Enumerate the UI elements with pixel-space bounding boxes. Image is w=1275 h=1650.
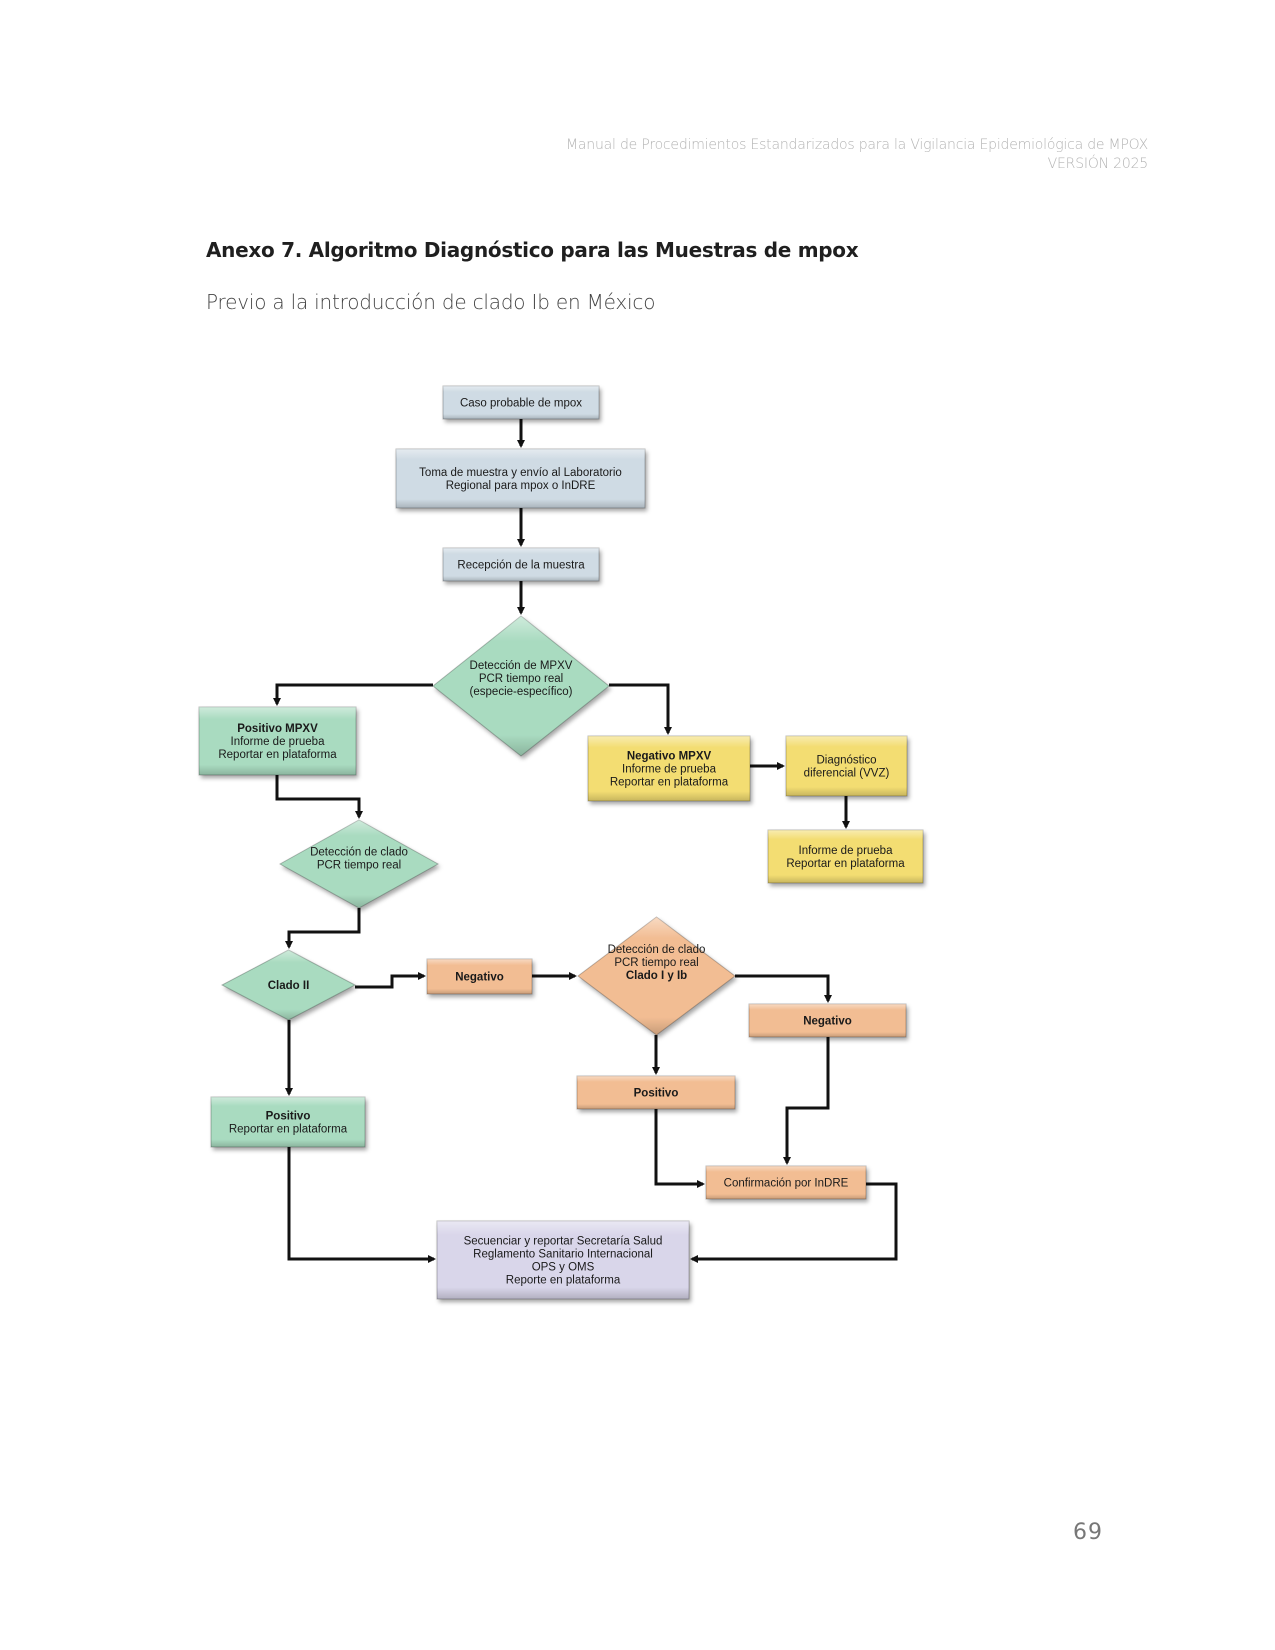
node-label-line: Recepción de la muestra — [457, 560, 585, 572]
node-negativo-clado-i: Negativo — [748, 1003, 907, 1038]
node-label-line: Detección de MPXV — [470, 660, 573, 672]
node-bevel — [578, 917, 735, 1035]
node-label-line: PCR tiempo real — [479, 673, 563, 685]
node-label-line: PCR tiempo real — [317, 860, 401, 872]
node-recepcion: Recepción de la muestra — [442, 547, 600, 582]
node-label-line: OPS y OMS — [532, 1262, 595, 1274]
node-label-line: Reglamento Sanitario Internacional — [473, 1249, 653, 1261]
node-label-line: Positivo — [266, 1111, 311, 1123]
running-header: Manual de Procedimientos Estandarizados … — [566, 136, 1148, 174]
node-bevel — [768, 830, 923, 883]
node-label-line: Negativo — [803, 1016, 852, 1028]
node-label-line: Detección de clado — [310, 847, 408, 859]
node-label-line: Reportar en plataforma — [610, 777, 729, 789]
page-number: 69 — [1073, 1520, 1103, 1545]
node-bevel — [588, 736, 750, 801]
edge-positivo_clado_i-to-confirmacion_indre — [654, 1109, 705, 1188]
edge-positivo_clado_ii-to-secuenciar — [287, 1147, 436, 1263]
node-bevel — [199, 707, 356, 775]
node-label-line: Informe de prueba — [231, 736, 326, 748]
node-bevel — [433, 616, 609, 756]
node-clado-ii: Clado II — [220, 949, 357, 1021]
node-label-line: Negativo — [455, 972, 504, 984]
node-label-line: Positivo — [634, 1088, 679, 1100]
node-bevel — [706, 1166, 866, 1199]
node-bevel — [786, 736, 907, 796]
annex-subtitle: Previo a la introducción de clado Ib en … — [206, 290, 656, 314]
edge-deteccion_clado_i_ib-to-negativo_clado_i — [735, 974, 832, 1003]
node-label-line: Reporte en plataforma — [506, 1275, 621, 1287]
node-bevel — [577, 1076, 735, 1109]
node-secuenciar: Secuenciar y reportar Secretaría SaludRe… — [436, 1220, 690, 1300]
node-caso-probable: Caso probable de mpox — [442, 385, 600, 420]
node-label-line: Caso probable de mpox — [460, 398, 582, 410]
node-label-line: Toma de muestra y envío al Laboratorio — [419, 467, 622, 479]
node-label-line: Reportar en plataforma — [786, 858, 905, 870]
node-bevel — [437, 1221, 689, 1299]
node-label-line: Confirmación por InDRE — [724, 1178, 849, 1190]
node-positivo-clado-i: Positivo — [576, 1075, 736, 1110]
node-label-line: Regional para mpox o InDRE — [446, 480, 596, 492]
node-label-line: Negativo MPXV — [627, 751, 712, 763]
edge-deteccion_mpxv-to-positivo_mpxv — [273, 683, 433, 706]
node-bevel — [443, 548, 599, 581]
node-toma-muestra: Toma de muestra y envío al LaboratorioRe… — [395, 448, 646, 509]
node-label-line: Reportar en plataforma — [218, 749, 337, 761]
node-label-line: Informe de prueba — [799, 845, 894, 857]
node-bevel — [280, 820, 438, 908]
running-header-version: VERSIÓN 2025 — [1047, 156, 1149, 172]
edge-confirmacion_indre-to-secuenciar — [690, 1182, 898, 1263]
node-bevel — [443, 386, 599, 419]
annex-title: Anexo 7. Algoritmo Diagnóstico para las … — [206, 238, 859, 262]
node-bevel — [222, 950, 355, 1020]
node-bevel — [211, 1097, 365, 1147]
flowchart-edges — [273, 419, 898, 1263]
node-label-line: (especie-específico) — [470, 686, 573, 698]
edge-deteccion_clado-to-clado_ii — [285, 908, 361, 949]
node-label-line: Secuenciar y reportar Secretaría Salud — [464, 1236, 663, 1248]
edge-positivo_mpxv-to-deteccion_clado — [275, 775, 363, 819]
node-label-line: Positivo MPXV — [237, 723, 318, 735]
running-header-title: Manual de Procedimientos Estandarizados … — [566, 137, 1148, 153]
node-bevel — [749, 1004, 906, 1037]
node-bevel — [396, 449, 645, 508]
node-label-line: Informe de prueba — [622, 764, 717, 776]
node-label-line: Clado II — [268, 980, 310, 992]
node-label-line: Clado I y Ib — [626, 970, 687, 982]
edge-clado_ii-to-negativo_clado_ii — [355, 972, 426, 989]
node-label-line: Reportar en plataforma — [229, 1124, 348, 1136]
node-bevel — [427, 959, 532, 994]
node-label-line: PCR tiempo real — [614, 957, 698, 969]
node-negativo-clado-ii: Negativo — [426, 958, 533, 995]
edge-negativo_clado_i-to-confirmacion_indre — [783, 1037, 830, 1165]
node-label-line: diferencial (VVZ) — [804, 768, 890, 780]
node-label-line: Detección de clado — [608, 944, 706, 956]
edge-deteccion_mpxv-to-negativo_mpxv — [609, 683, 672, 735]
node-confirmacion-indre: Confirmación por InDRE — [705, 1165, 867, 1200]
node-label-line: Diagnóstico — [816, 755, 876, 767]
